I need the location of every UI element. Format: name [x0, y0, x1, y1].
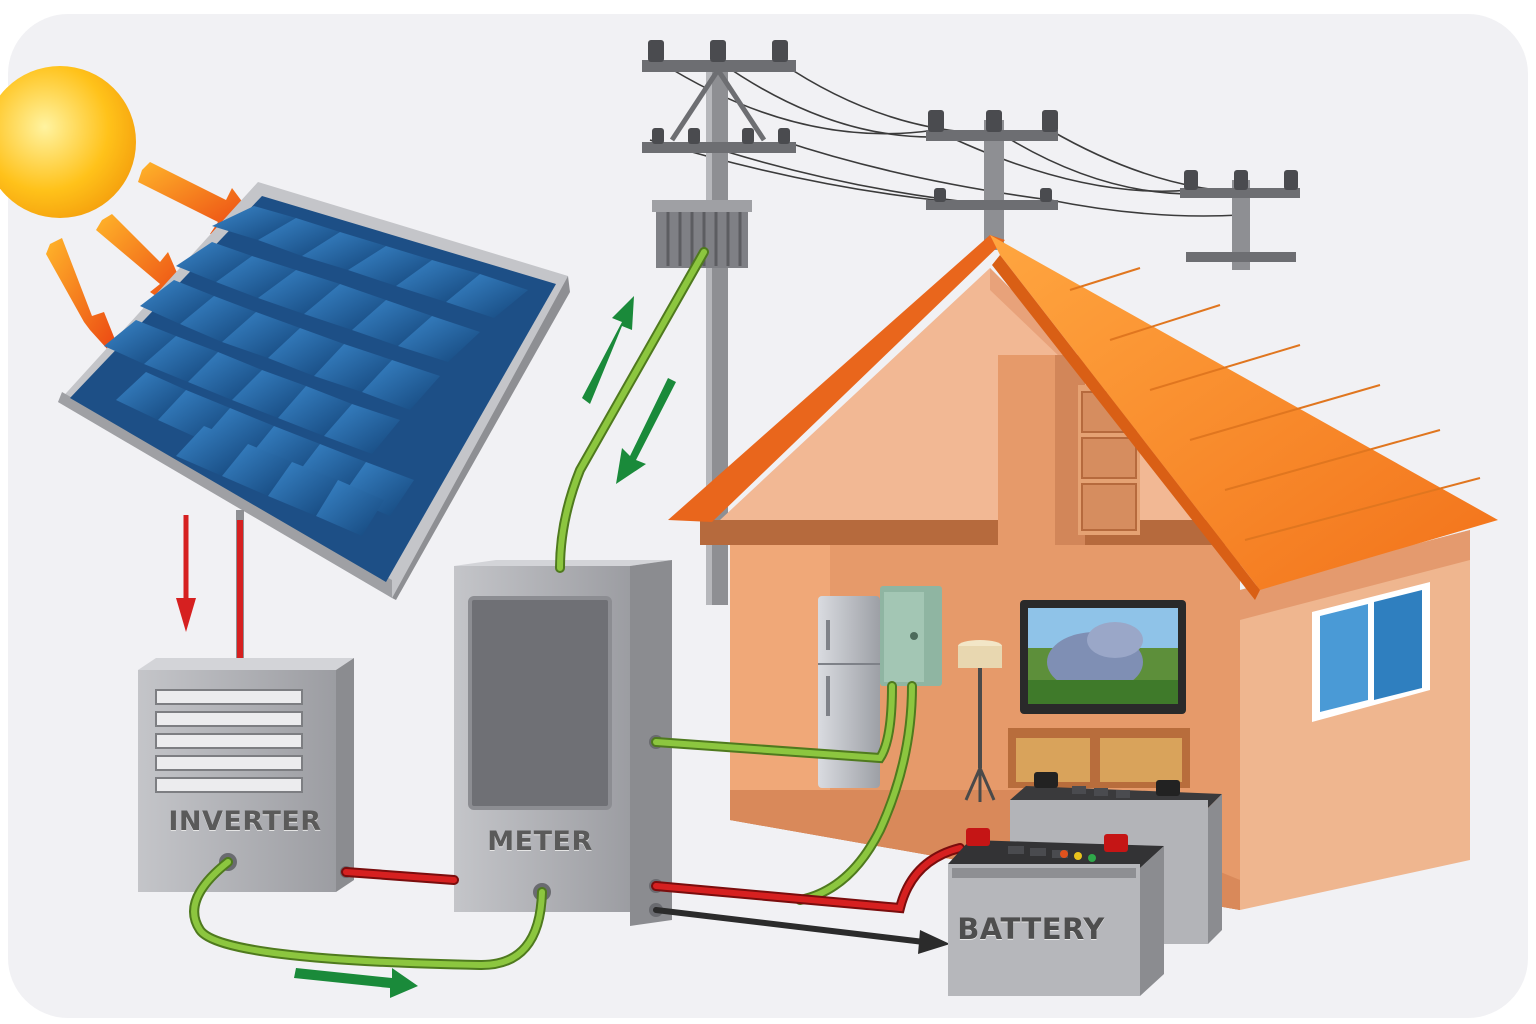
power-pole-1	[642, 40, 796, 605]
refrigerator	[818, 596, 880, 788]
distribution-panel	[880, 586, 942, 686]
power-pole-2	[926, 110, 1058, 250]
television	[1020, 600, 1186, 714]
inverter-box	[138, 658, 354, 892]
battery-front	[948, 828, 1164, 996]
meter-box	[454, 560, 672, 926]
house-window	[1312, 582, 1430, 722]
roof-edge	[668, 235, 1005, 522]
power-pole-3	[1180, 170, 1300, 270]
dc-wire-panel	[176, 515, 243, 670]
meter-label: METER	[487, 826, 593, 857]
flow-arrow-icon	[294, 296, 676, 998]
inverter-label: INVERTER	[168, 806, 322, 837]
sun-icon	[0, 66, 136, 218]
ac-wires	[189, 247, 917, 971]
roof	[990, 235, 1498, 590]
tv-cabinet	[1008, 728, 1190, 788]
battery-label: BATTERY	[957, 912, 1105, 946]
floor-lamp	[958, 640, 1002, 802]
solar-panel	[58, 182, 570, 670]
dc-wires	[341, 843, 965, 954]
